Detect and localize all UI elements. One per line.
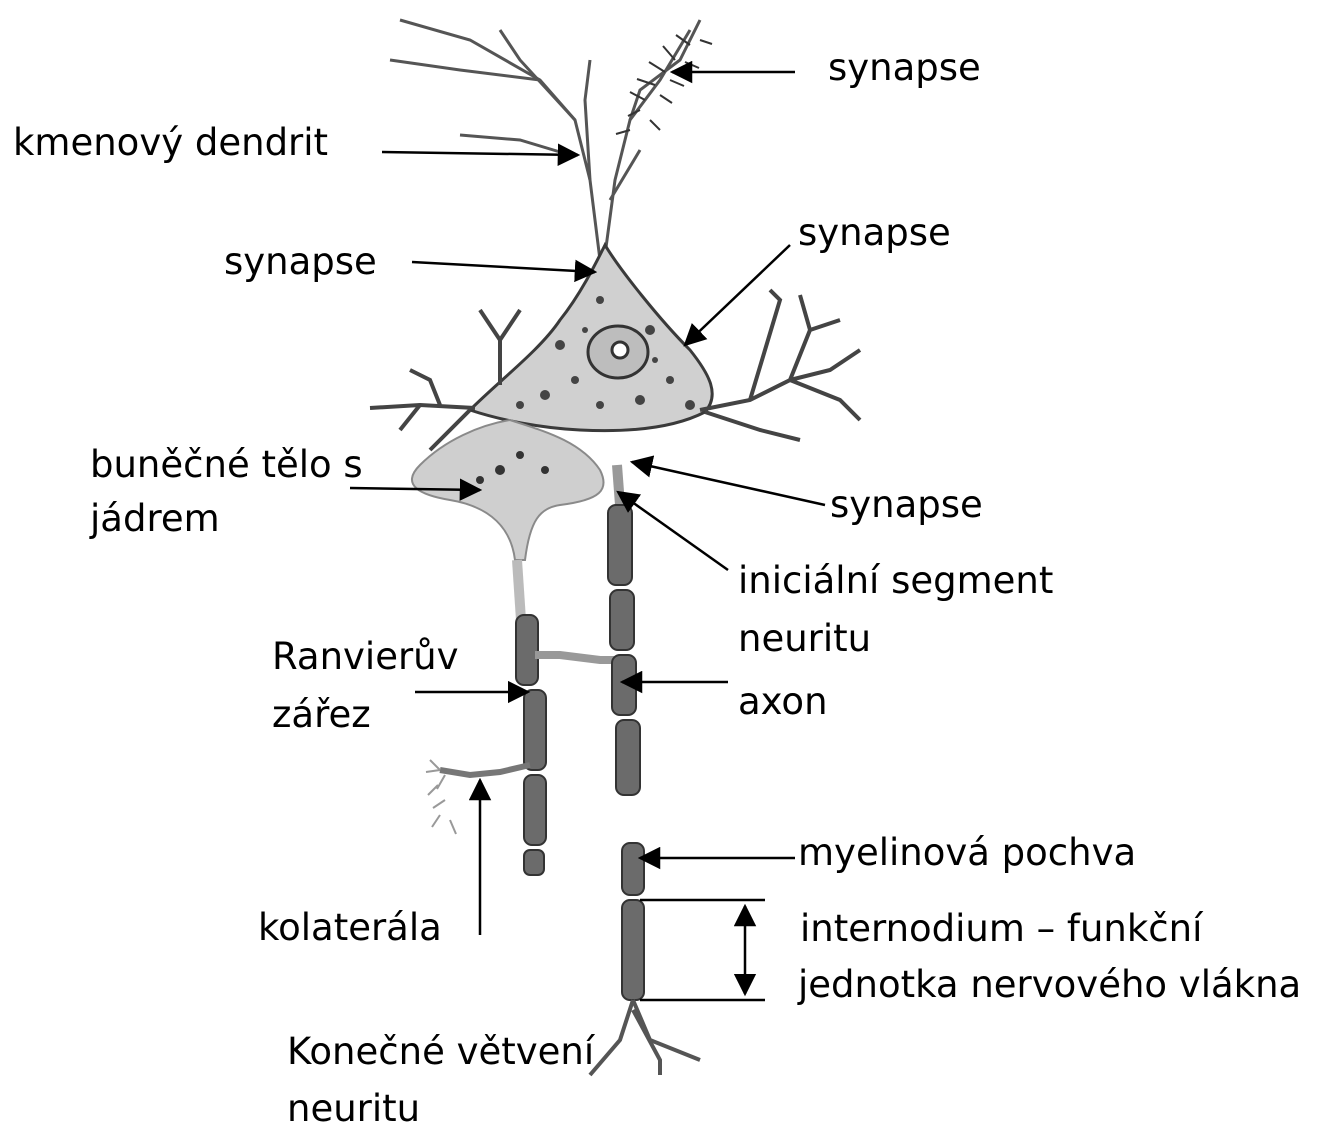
label-ranvieruv-2: zářez — [272, 696, 371, 733]
label-kolaterala: kolaterála — [258, 909, 442, 946]
label-bunecne-telo-1: buněčné tělo s — [90, 446, 363, 483]
leader-synapse-left — [412, 262, 595, 272]
label-internodium-1: internodium – funkční — [800, 910, 1202, 947]
right-myelin-segments — [608, 505, 640, 795]
label-inicialni-1: iniciální segment — [738, 562, 1053, 599]
label-synapse-top: synapse — [828, 49, 981, 86]
apical-dendrite — [390, 20, 700, 260]
label-internodium-2: jednotka nervového vlákna — [798, 966, 1301, 1003]
label-bunecne-telo-2: jádrem — [90, 500, 220, 537]
terminal-branches — [590, 1000, 700, 1075]
label-myelinova-pochva: myelinová pochva — [798, 834, 1136, 871]
upper-nucleolus — [612, 342, 628, 358]
leader-lines — [350, 72, 825, 1000]
label-synapse-right: synapse — [798, 214, 951, 251]
label-inicialni-2: neuritu — [738, 620, 871, 657]
leader-synapse-lower — [632, 462, 825, 505]
left-axon-initial — [517, 560, 521, 620]
collateral-branch — [440, 765, 530, 775]
leader-inicialni — [618, 492, 728, 570]
label-konecne-1: Konečné větvení — [287, 1033, 594, 1070]
label-axon: axon — [738, 683, 828, 720]
distal-axon — [622, 843, 644, 1000]
label-synapse-lower: synapse — [830, 486, 983, 523]
label-konecne-2: neuritu — [287, 1090, 420, 1127]
right-axon-initial — [617, 465, 620, 505]
label-ranvieruv-1: Ranvierův — [272, 638, 459, 675]
label-kmenovy-dendrit: kmenový dendrit — [13, 124, 328, 161]
upper-neuron — [370, 20, 860, 450]
label-synapse-left: synapse — [224, 243, 377, 280]
leader-kmenovy — [382, 152, 578, 155]
